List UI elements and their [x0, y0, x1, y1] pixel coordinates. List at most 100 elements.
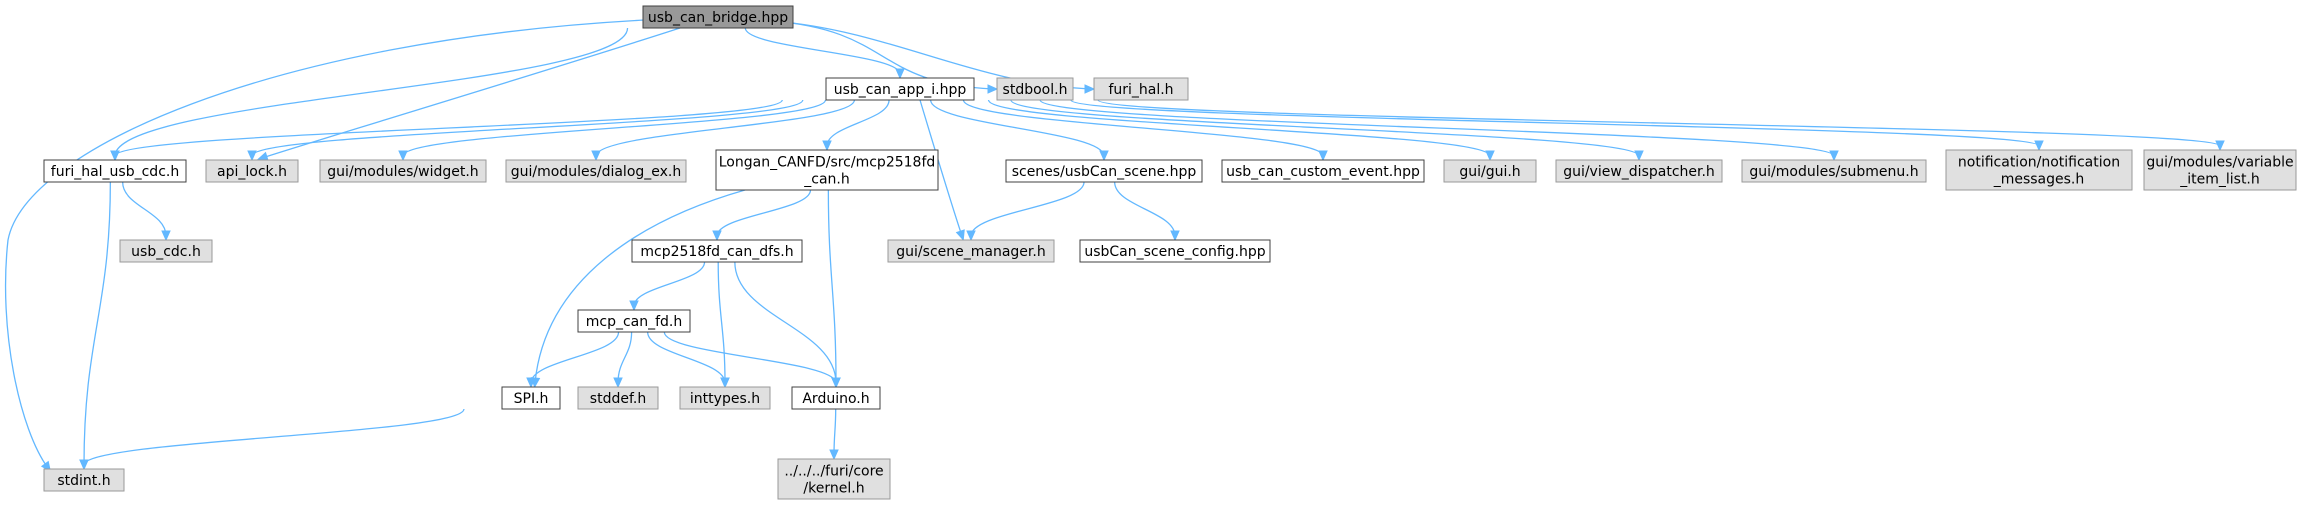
arrowhead: [1318, 150, 1328, 162]
arrowhead: [2034, 140, 2044, 152]
edge-usb_can_app_i-to-custom_event: [962, 99, 1328, 162]
edge-usb_can_bridge-to-usb_can_app_i: [744, 27, 905, 80]
arrowhead: [1170, 230, 1180, 242]
node-box: [631, 239, 803, 263]
edge-usb_can_app_i-to-dialog_ex: [591, 99, 856, 162]
edge-usb_can_bridge-to-api_lock: [257, 27, 681, 161]
edge-usb_can_app_i-to-gui: [987, 99, 1495, 162]
node-label: usb_can_bridge.hpp: [648, 10, 788, 26]
node-scene-config[interactable]: usbCan_scene_config.hpp: [1079, 239, 1271, 263]
node-box: [1741, 159, 1927, 183]
node-label: _messages.h: [1993, 172, 2085, 188]
node-box: [1221, 159, 1425, 183]
arrowhead: [2215, 140, 2225, 152]
node-usb-can-app-i[interactable]: usb_can_app_i.hpp: [825, 77, 975, 101]
node-mcp2518fd-can-dfs[interactable]: mcp2518fd_can_dfs.h: [631, 239, 803, 263]
edge-furi_hal_usb_cdc-to-stdint: [79, 181, 111, 471]
arrowhead: [398, 150, 408, 162]
node-label: stdint.h: [57, 473, 110, 489]
node-box: [577, 309, 691, 333]
edge-layer: [4, 19, 2225, 473]
node-label: usbCan_scene_config.hpp: [1084, 244, 1265, 260]
node-submenu: gui/modules/submenu.h: [1741, 159, 1927, 183]
arrowhead: [1829, 150, 1839, 162]
node-label: _item_list.h: [2179, 172, 2260, 188]
edge-usb_can_app_i-to-notification_messages: [1070, 99, 2044, 152]
node-mcp2518fd-can[interactable]: Longan_CANFD/src/mcp2518fd_can.h: [715, 149, 939, 191]
node-label: usb_can_custom_event.hpp: [1226, 164, 1420, 180]
arrowhead: [712, 230, 722, 242]
edge-mcp_can_fd-to-arduino: [663, 331, 841, 389]
node-usb-cdc: usb_cdc.h: [119, 239, 213, 263]
node-label: mcp_can_fd.h: [586, 314, 683, 330]
node-furi-hal-usb-cdc[interactable]: furi_hal_usb_cdc.h: [43, 159, 187, 183]
edge-mcp_can_fd-to-stddef: [613, 331, 633, 389]
node-inttypes: inttypes.h: [679, 386, 771, 410]
edge-usb_can_app_i-to-widget: [398, 99, 827, 162]
node-box: [791, 386, 881, 410]
arrowhead: [831, 377, 841, 389]
edge-mcp_can_fd-to-spi: [526, 331, 620, 389]
node-box: [1093, 77, 1189, 101]
node-box: [43, 468, 125, 492]
arrowhead: [1634, 150, 1644, 162]
edge-usb_can_app_i-to-view_dispatcher: [1010, 99, 1644, 162]
node-box: [505, 159, 687, 183]
arrowhead: [110, 150, 120, 162]
edge-mcp2518fd_can-to-arduino: [827, 189, 841, 389]
node-layer: usb_can_bridge.hpp usb_can_app_i.hpp stdbo…: [43, 5, 2297, 500]
arrowhead: [822, 140, 832, 152]
node-box: [1945, 149, 2133, 191]
node-box: [1443, 159, 1537, 183]
arrowhead: [720, 377, 730, 389]
edge-usb_can_app_i-to-mcp2518fd_can: [822, 99, 890, 152]
node-box: [642, 5, 794, 29]
arrowhead: [1485, 150, 1495, 162]
node-box: [577, 386, 659, 410]
arrowhead: [629, 300, 639, 312]
arrowhead: [1099, 150, 1109, 162]
arrowhead: [987, 84, 999, 94]
edge-mcp2518fd_can_dfs-to-mcp_can_fd: [629, 261, 706, 312]
node-stdbool: stdbool.h: [996, 77, 1074, 101]
node-usbCan-scene[interactable]: scenes/usbCan_scene.hpp: [1005, 159, 1203, 183]
node-custom-event[interactable]: usb_can_custom_event.hpp: [1221, 159, 1425, 183]
node-label: Longan_CANFD/src/mcp2518fd: [719, 155, 936, 171]
edge-usb_can_app_i-to-furi_hal_usb_cdc: [110, 99, 783, 162]
edge-mcp2518fd_can-to-mcp2518fd_can_dfs: [712, 189, 812, 242]
node-label: stddef.h: [590, 391, 646, 407]
edge-arduino-to-kernel: [829, 408, 839, 461]
node-usb-can-bridge[interactable]: usb_can_bridge.hpp: [642, 5, 794, 29]
node-widget: gui/modules/widget.h: [319, 159, 487, 183]
node-label: furi_hal.h: [1108, 82, 1173, 98]
edge-mcp2518fd_can-to-spi: [530, 189, 746, 389]
node-box: [119, 239, 213, 263]
node-view-dispatcher: gui/view_dispatcher.h: [1555, 159, 1723, 183]
arrowhead: [591, 150, 601, 162]
node-arduino[interactable]: Arduino.h: [791, 386, 881, 410]
node-label: stdbool.h: [1003, 82, 1068, 98]
edge-usb_can_app_i-to-api_lock: [247, 99, 804, 162]
edge-usbCan_scene-to-scene_manager: [966, 181, 1085, 242]
node-box: [887, 239, 1055, 263]
node-box: [1555, 159, 1723, 183]
node-box: [1079, 239, 1271, 263]
node-label: mcp2518fd_can_dfs.h: [640, 244, 793, 260]
edge-usbCan_scene-to-scene_config: [1114, 181, 1180, 242]
arrowhead: [895, 68, 905, 80]
node-label: gui/modules/dialog_ex.h: [511, 164, 682, 180]
node-label: gui/modules/submenu.h: [1749, 164, 1918, 180]
node-label: /kernel.h: [803, 481, 864, 497]
node-mcp-can-fd[interactable]: mcp_can_fd.h: [577, 309, 691, 333]
arrowhead: [613, 377, 623, 389]
node-box: [996, 77, 1074, 101]
node-label: SPI.h: [514, 391, 549, 407]
node-label: scenes/usbCan_scene.hpp: [1012, 164, 1197, 180]
node-spi[interactable]: SPI.h: [501, 386, 561, 410]
edge-usb_can_app_i-to-submenu: [1039, 99, 1839, 162]
node-variable-item-list: gui/modules/variable_item_list.h: [2143, 149, 2297, 191]
node-label: _can.h: [803, 172, 849, 188]
node-box: [777, 458, 891, 500]
node-api-lock: api_lock.h: [205, 159, 299, 183]
node-box: [43, 159, 187, 183]
